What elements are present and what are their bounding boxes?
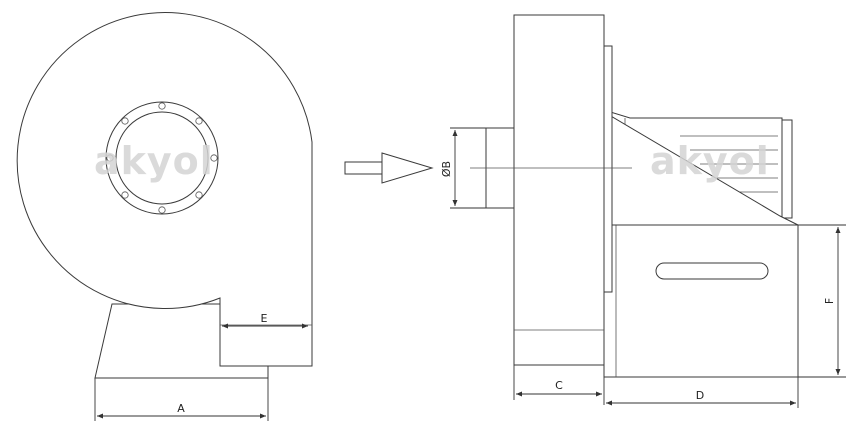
bolt-hole <box>210 154 218 162</box>
watermark-right: akyol <box>650 139 770 183</box>
dimension-a: A <box>94 378 269 421</box>
dimension-e: E <box>222 312 308 329</box>
flange-bolt-holes <box>106 102 218 214</box>
airflow-arrow <box>344 152 434 184</box>
bolt-hole <box>158 206 166 214</box>
front-view: E A akyol <box>16 12 313 421</box>
bolt-hole <box>106 154 114 162</box>
back-plate <box>603 45 613 293</box>
side-view: ØB <box>440 14 846 408</box>
dimension-d: D <box>606 377 799 408</box>
scroll-housing <box>16 12 313 367</box>
dim-label-c: C <box>555 379 563 392</box>
inlet-flange-outer <box>105 101 219 215</box>
dim-label-b: ØB <box>440 161 453 177</box>
mounting-slot <box>655 262 769 280</box>
dim-label-e: E <box>261 312 268 325</box>
motor-end-cap <box>781 119 793 219</box>
dimension-f: F <box>798 224 846 378</box>
bolt-hole <box>158 102 166 110</box>
bolt-hole <box>121 191 129 199</box>
motor-pedestal <box>603 224 799 378</box>
bolt-hole <box>121 117 129 125</box>
bolt-hole <box>195 117 203 125</box>
dim-label-d: D <box>696 389 704 402</box>
dimension-b: ØB <box>440 127 488 209</box>
watermark-left: akyol <box>94 139 214 183</box>
bolt-hole <box>195 191 203 199</box>
inlet-flange-inner <box>115 111 209 205</box>
dim-label-a: A <box>177 402 185 415</box>
housing-side <box>513 14 605 366</box>
dim-label-f: F <box>823 298 836 304</box>
dimension-c: C <box>513 365 605 405</box>
